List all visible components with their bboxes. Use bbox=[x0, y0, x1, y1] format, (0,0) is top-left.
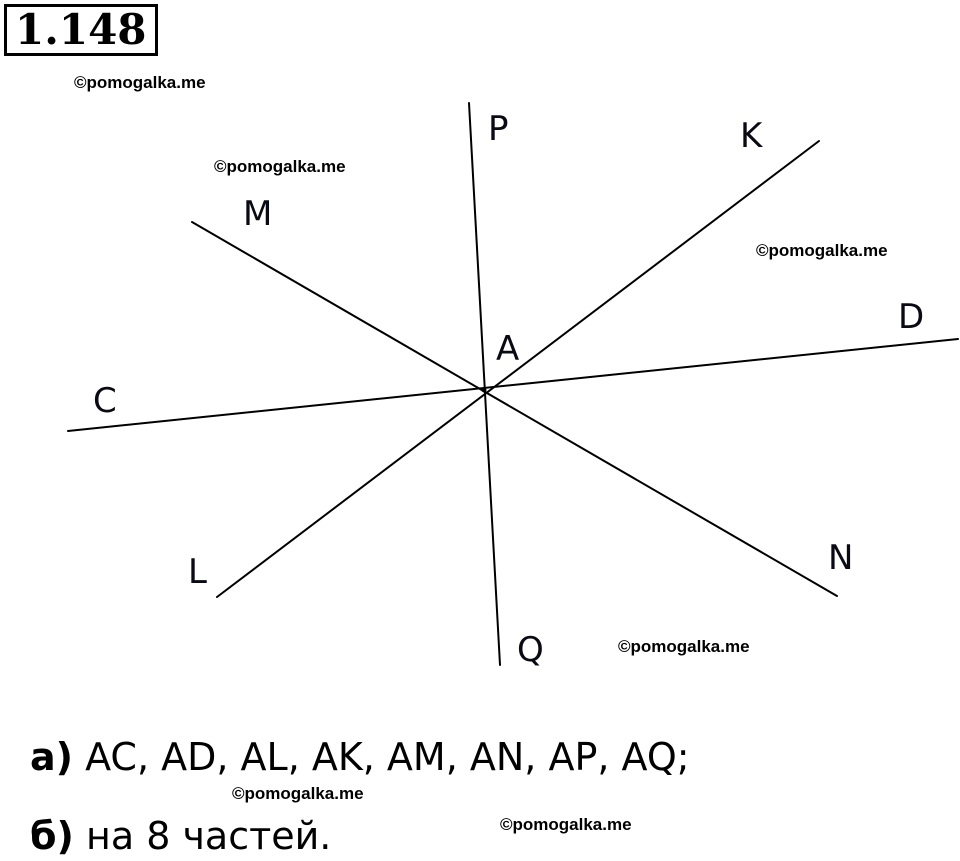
problem-number: 1.148 bbox=[4, 4, 158, 56]
label-d: D bbox=[898, 297, 924, 337]
label-l: L bbox=[188, 552, 207, 592]
watermark-3: ©pomogalka.me bbox=[756, 241, 888, 260]
label-p: P bbox=[488, 109, 509, 149]
line-cd bbox=[67, 338, 959, 432]
watermark-4: ©pomogalka.me bbox=[618, 637, 750, 656]
answer-a: а) AC, AD, AL, AK, AM, AN, AP, AQ; bbox=[30, 735, 690, 779]
line-pq bbox=[468, 102, 501, 666]
watermark-2: ©pomogalka.me bbox=[214, 157, 346, 176]
rays-diagram: A P K M D C L N Q bbox=[67, 102, 959, 670]
watermark-1: ©pomogalka.me bbox=[74, 73, 206, 92]
label-k: K bbox=[740, 116, 764, 156]
line-mn bbox=[191, 221, 838, 597]
label-c: C bbox=[93, 381, 117, 421]
answer-b-text: на 8 частей. bbox=[73, 814, 332, 858]
line-kl bbox=[216, 140, 820, 598]
answer-a-prefix: а) bbox=[30, 735, 74, 779]
answer-a-text: AC, AD, AL, AK, AM, AN, AP, AQ; bbox=[73, 735, 690, 779]
answer-b: б) на 8 частей. bbox=[30, 814, 331, 858]
answer-b-prefix: б) bbox=[30, 814, 74, 858]
label-q: Q bbox=[517, 630, 544, 670]
label-m: M bbox=[243, 194, 272, 234]
label-a: A bbox=[496, 329, 519, 369]
watermark-6: ©pomogalka.me bbox=[500, 815, 632, 834]
label-n: N bbox=[828, 538, 853, 578]
watermark-5: ©pomogalka.me bbox=[232, 784, 364, 803]
center-point-a bbox=[481, 387, 487, 393]
